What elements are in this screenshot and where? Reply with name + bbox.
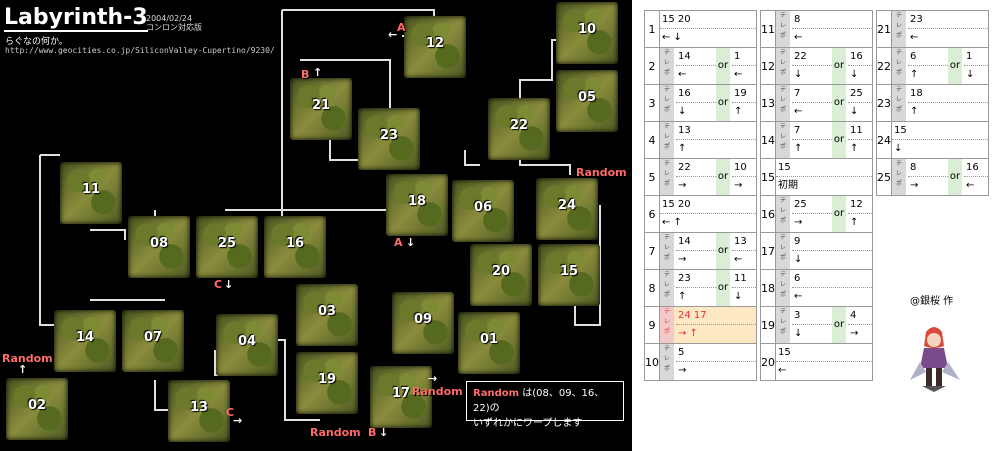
author-signature: @銀桜 作 (910, 296, 954, 307)
room-08: 08 (128, 216, 190, 278)
room-06: 06 (452, 180, 514, 242)
arrow-down-icon: ↓ (379, 426, 389, 439)
room-17: 17 (370, 366, 432, 428)
random-note-line1: は(08、09、16、22)の (473, 388, 605, 414)
room-24: 24 (536, 178, 598, 240)
arrow-up-icon: ↑ (313, 66, 323, 79)
room-07: 07 (122, 310, 184, 372)
room-02: 02 (6, 378, 68, 440)
room-01: 01 (458, 312, 520, 374)
labyrinth-map: Labyrinth-3 2004/02/24 コンロン対応版 らぐなの何か。 h… (0, 0, 632, 451)
room-13: 13 (168, 380, 230, 442)
room-04: 04 (216, 314, 278, 376)
character-sprite-icon (910, 327, 960, 392)
room-09: 09 (392, 292, 454, 354)
label-c-1: C (214, 278, 223, 291)
label-random-17: Random (412, 385, 463, 398)
label-random-19: Random (310, 426, 361, 439)
random-note: Random は(08、09、16、22)の いずれかにワープします (466, 381, 624, 429)
room-18: 18 (386, 174, 448, 236)
label-b-bottom: B (368, 426, 377, 439)
room-12: 12 (404, 16, 466, 78)
room-16: 16 (264, 216, 326, 278)
room-10: 10 (556, 2, 618, 64)
random-note-line2: いずれかにワープします (473, 418, 583, 429)
label-a-bottom: A (394, 236, 403, 249)
date-text: 2004/02/24 (146, 14, 193, 23)
label-a-top: A (397, 21, 406, 34)
room-25: 25 (196, 216, 258, 278)
site-subtitle: らぐなの何か。 (5, 37, 68, 47)
room-11: 11 (60, 162, 122, 224)
room-20: 20 (470, 244, 532, 306)
version-text: コンロン対応版 (146, 23, 202, 32)
room-19: 19 (296, 352, 358, 414)
room-14: 14 (54, 310, 116, 372)
room-05: 05 (556, 70, 618, 132)
room-23: 23 (358, 108, 420, 170)
label-random-24: Random (576, 166, 627, 179)
arrow-down-icon: ↓ (224, 278, 234, 291)
room-03: 03 (296, 284, 358, 346)
map-title: Labyrinth-3 (4, 5, 148, 32)
random-note-word: Random (473, 388, 520, 399)
label-b-top: B (301, 68, 310, 81)
label-random-02: Random (2, 352, 53, 365)
label-c-2: C (226, 406, 235, 419)
room-15: 15 (538, 244, 600, 306)
arrow-left-icon: ← (388, 28, 398, 41)
room-21: 21 (290, 78, 352, 140)
arrow-right-icon: → (428, 372, 438, 385)
arrow-up-icon: ↑ (18, 363, 28, 376)
room-22: 22 (488, 98, 550, 160)
arrow-down-icon: ↓ (406, 236, 416, 249)
arrow-right-icon: → (233, 414, 243, 427)
site-url: http://www.geocities.co.jp/SiliconValley… (5, 46, 275, 55)
